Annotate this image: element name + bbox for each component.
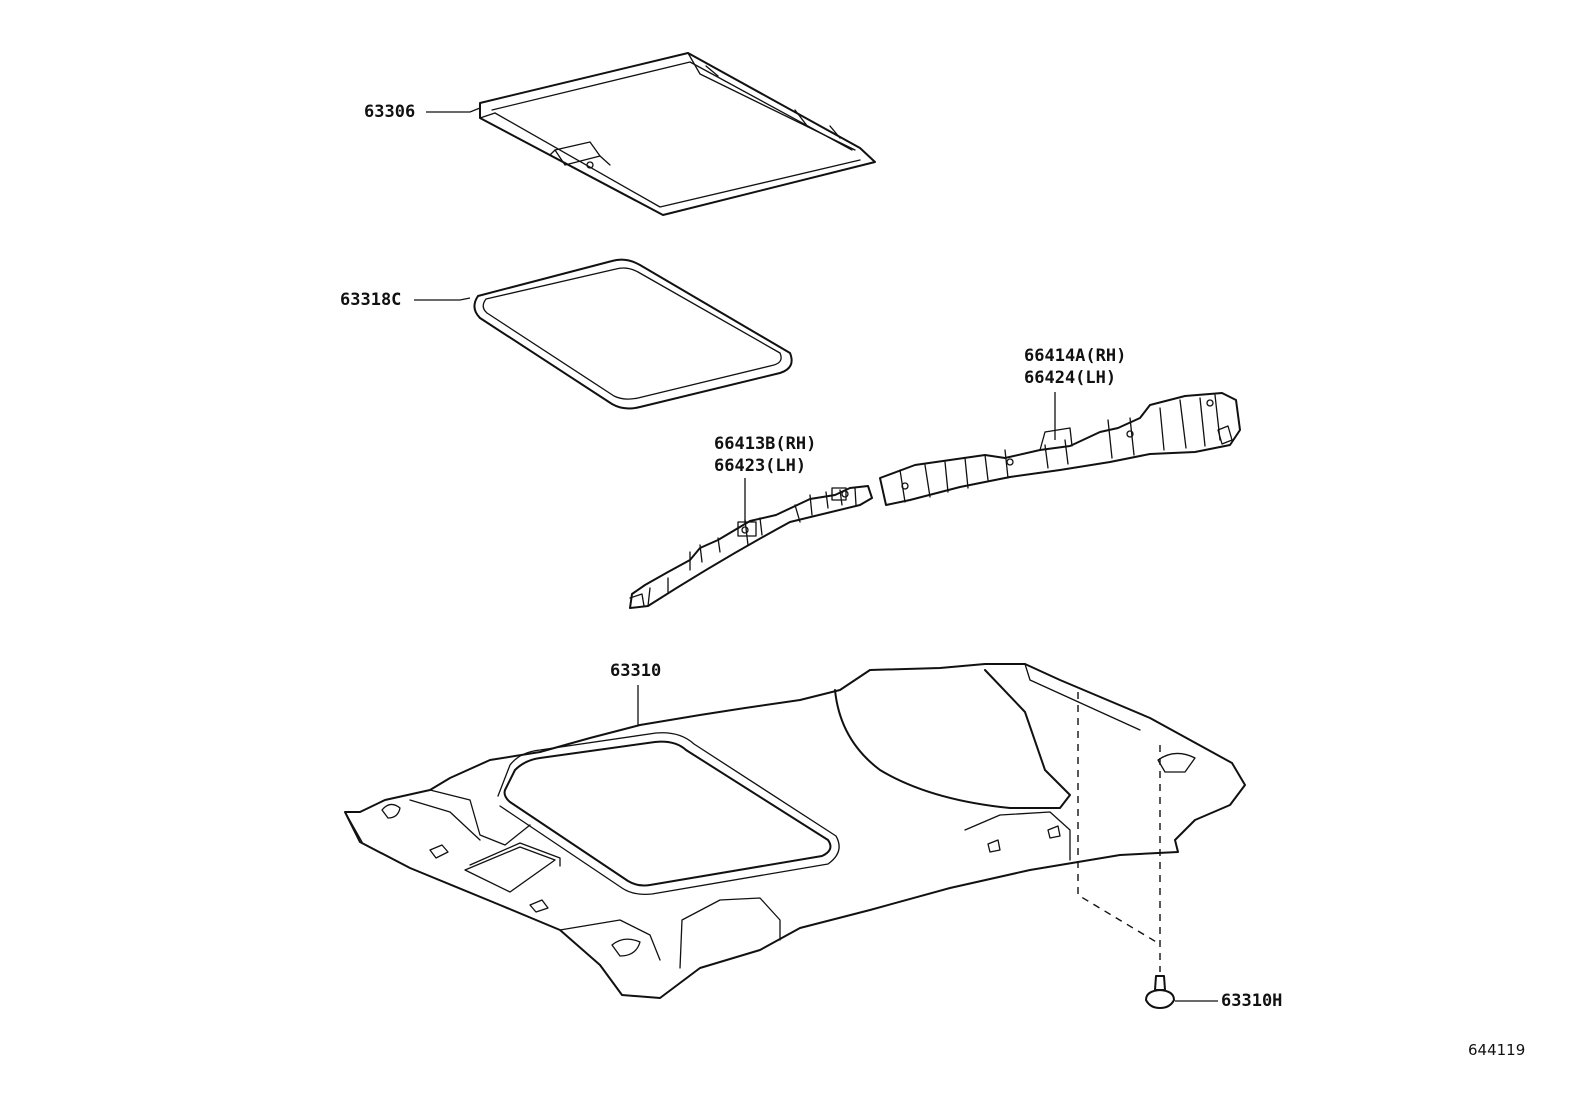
install-line-front: [1077, 692, 1159, 944]
label-63310: 63310: [610, 661, 662, 681]
leader-63306: [426, 107, 481, 113]
label-63306: 63306: [364, 102, 416, 122]
rear-assist-rail[interactable]: [879, 392, 1241, 506]
clip-fastener[interactable]: [1145, 975, 1175, 1009]
front-assist-rail[interactable]: [629, 485, 873, 609]
sunroof-seal[interactable]: [473, 258, 793, 410]
label-63318C: 63318C: [340, 290, 402, 310]
diagram-reference-number: 644119: [1468, 1041, 1526, 1059]
leader-63318C: [414, 297, 471, 301]
label-66424-lh: 66424(LH): [1024, 368, 1117, 388]
sunshade-panel[interactable]: [479, 52, 876, 216]
label-66423-lh: 66423(LH): [714, 456, 807, 476]
headliner[interactable]: [344, 663, 1246, 999]
label-66413B-rh: 66413B(RH): [714, 434, 817, 454]
label-66414A-rh: 66414A(RH): [1024, 346, 1127, 366]
label-63310H: 63310H: [1221, 991, 1283, 1011]
